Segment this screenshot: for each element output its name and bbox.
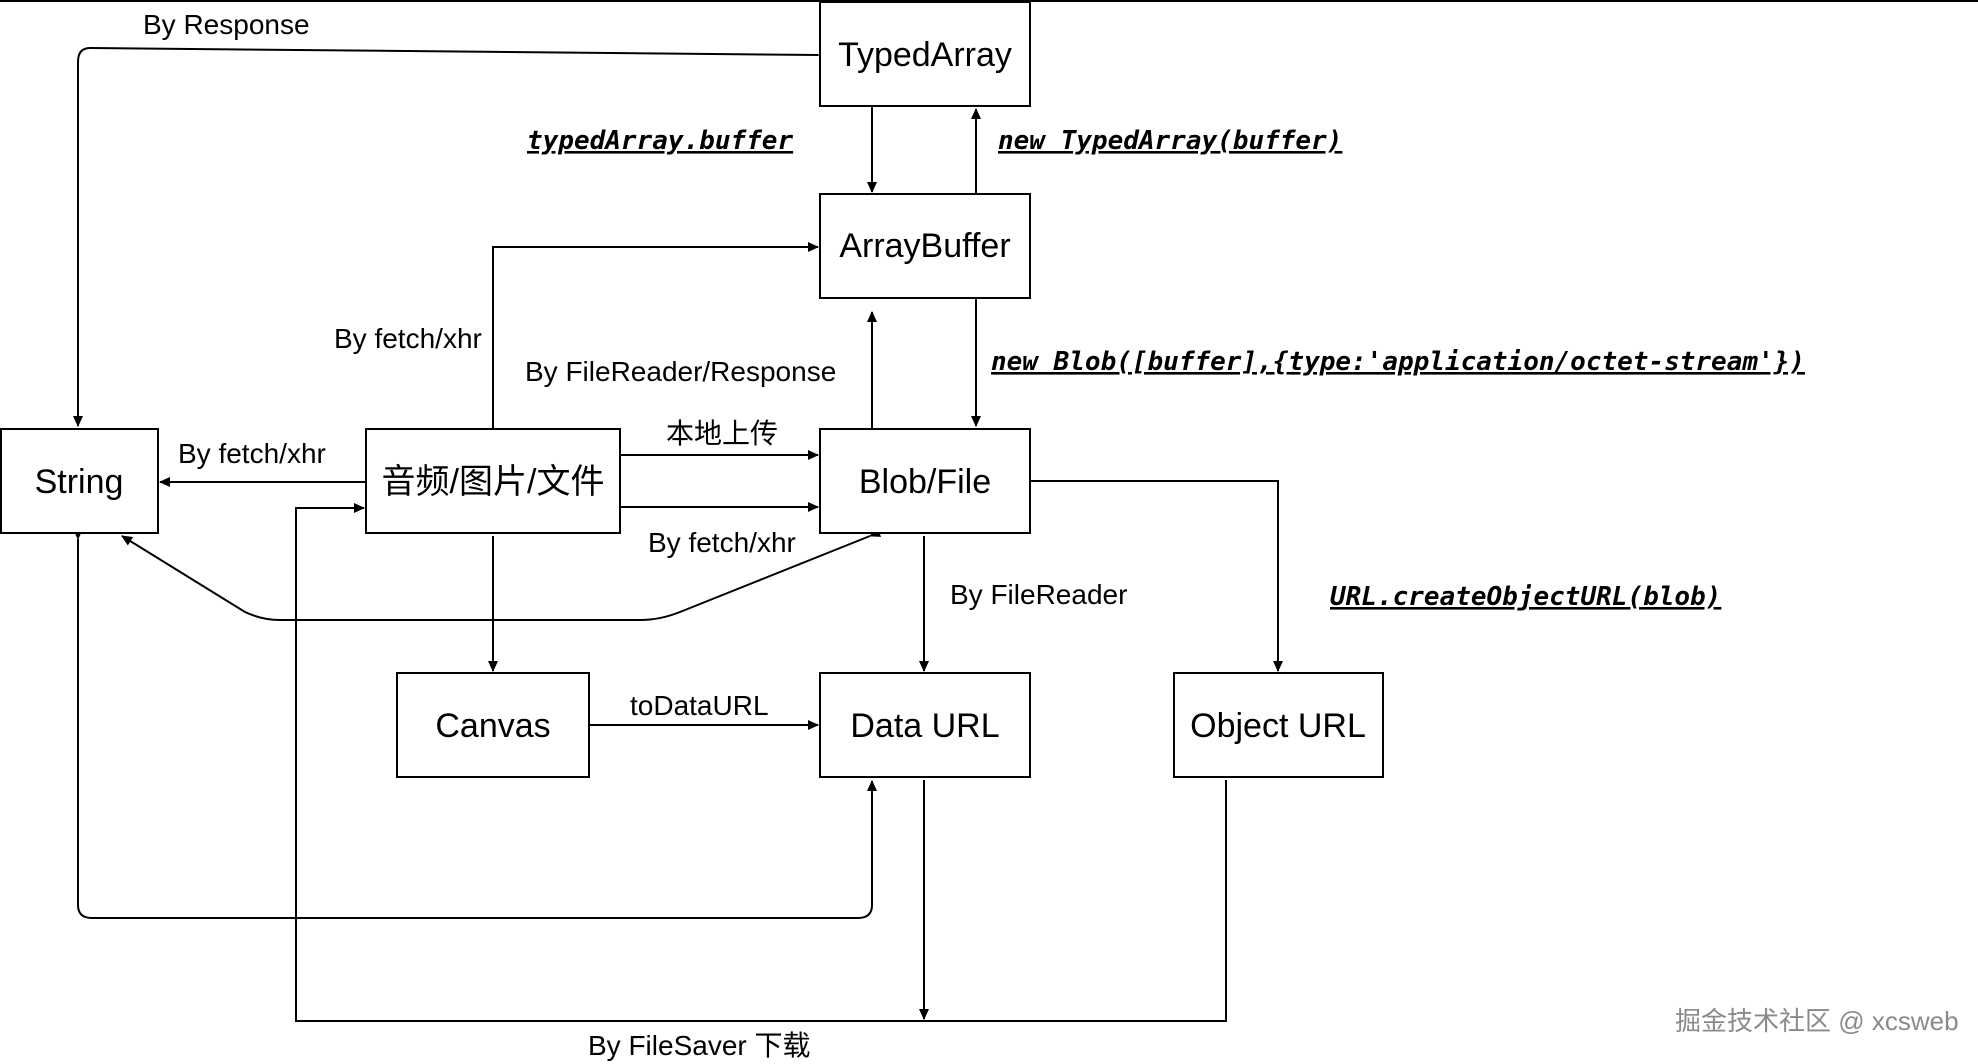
label-fetch-xhr-to-blob: By fetch/xhr bbox=[648, 527, 796, 558]
edge-media-to-arraybuffer bbox=[492, 242, 819, 428]
label-to-data-url: toDataURL bbox=[630, 690, 769, 721]
label-by-response: By Response bbox=[143, 9, 310, 40]
label-typedarray-buffer: typedArray.buffer bbox=[527, 126, 793, 156]
node-blob-file-label: Blob/File bbox=[859, 463, 991, 501]
label-by-filesaver: By FileSaver 下载 bbox=[588, 1030, 811, 1061]
label-by-filereader: By FileReader bbox=[950, 579, 1127, 610]
label-fetch-xhr-to-buffer: By fetch/xhr bbox=[334, 323, 482, 354]
node-string-label: String bbox=[35, 463, 124, 501]
node-media-label: 音频/图片/文件 bbox=[382, 463, 605, 501]
node-media: 音频/图片/文件 bbox=[365, 428, 621, 534]
node-arraybuffer: ArrayBuffer bbox=[819, 193, 1031, 299]
node-data-url: Data URL bbox=[819, 672, 1031, 778]
node-object-url: Object URL bbox=[1173, 672, 1384, 778]
node-blob-file: Blob/File bbox=[819, 428, 1031, 534]
label-filereader-response: By FileReader/Response bbox=[525, 356, 836, 387]
label-new-blob: new Blob([buffer],{type:'application/oct… bbox=[991, 347, 1805, 377]
label-create-object-url: URL.createObjectURL(blob) bbox=[1330, 582, 1721, 612]
edge-blob-to-objecturl bbox=[1030, 480, 1283, 672]
edge-filesaver-loop bbox=[295, 503, 1227, 1022]
node-canvas: Canvas bbox=[396, 672, 590, 778]
watermark: 掘金技术社区 @ xcsweb bbox=[1675, 1006, 1959, 1036]
label-fetch-xhr-to-string: By fetch/xhr bbox=[178, 438, 326, 469]
label-new-typedarray: new TypedArray(buffer) bbox=[998, 126, 1342, 156]
node-data-url-label: Data URL bbox=[850, 707, 999, 745]
node-canvas-label: Canvas bbox=[435, 707, 550, 745]
node-object-url-label: Object URL bbox=[1190, 707, 1366, 745]
edge-response-typedarray-string bbox=[73, 46, 829, 427]
node-typedarray-label: TypedArray bbox=[838, 36, 1012, 74]
node-arraybuffer-label: ArrayBuffer bbox=[839, 227, 1010, 265]
edge-string-dataurl-loop bbox=[73, 529, 877, 919]
label-local-upload: 本地上传 bbox=[666, 418, 778, 449]
node-typedarray: TypedArray bbox=[819, 1, 1031, 107]
node-string: String bbox=[0, 428, 159, 534]
